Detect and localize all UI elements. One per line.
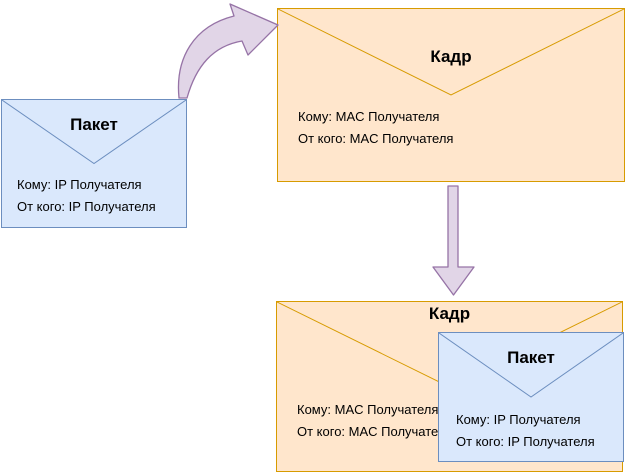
frame-bottom-title: Кадр [428,304,471,323]
envelope-flap-icon [2,100,186,165]
frame-top-to-line: Кому: MAC Получателя [298,109,440,124]
packet-left-envelope: Пакет Кому: IP Получателя От кого: IP По… [1,99,187,228]
packet-left-from-line: От кого: IP Получателя [17,199,156,214]
packet-nested-title: Пакет [507,348,555,367]
envelope-flap-icon [278,9,624,96]
packet-nested-to-line: Кому: IP Получателя [456,412,581,427]
frame-top-title: Кадр [430,47,472,66]
frame-bottom-from-line: От кого: MAC Получателя [297,424,453,439]
frame-bottom-to-line: Кому: MAC Получателя [297,402,439,417]
curved-arrow-icon [177,3,279,99]
packet-left-title: Пакет [70,115,118,134]
down-arrow-icon [432,185,475,296]
frame-top-from-line: От кого: MAC Получателя [298,131,454,146]
frame-top-envelope: Кадр Кому: MAC Получателя От кого: MAC П… [277,8,625,182]
packet-left-to-line: Кому: IP Получателя [17,177,142,192]
envelope-flap-icon [439,333,623,398]
packet-nested-from-line: От кого: IP Получателя [456,434,595,449]
packet-nested-envelope: Пакет Кому: IP Получателя От кого: IP По… [438,332,624,462]
